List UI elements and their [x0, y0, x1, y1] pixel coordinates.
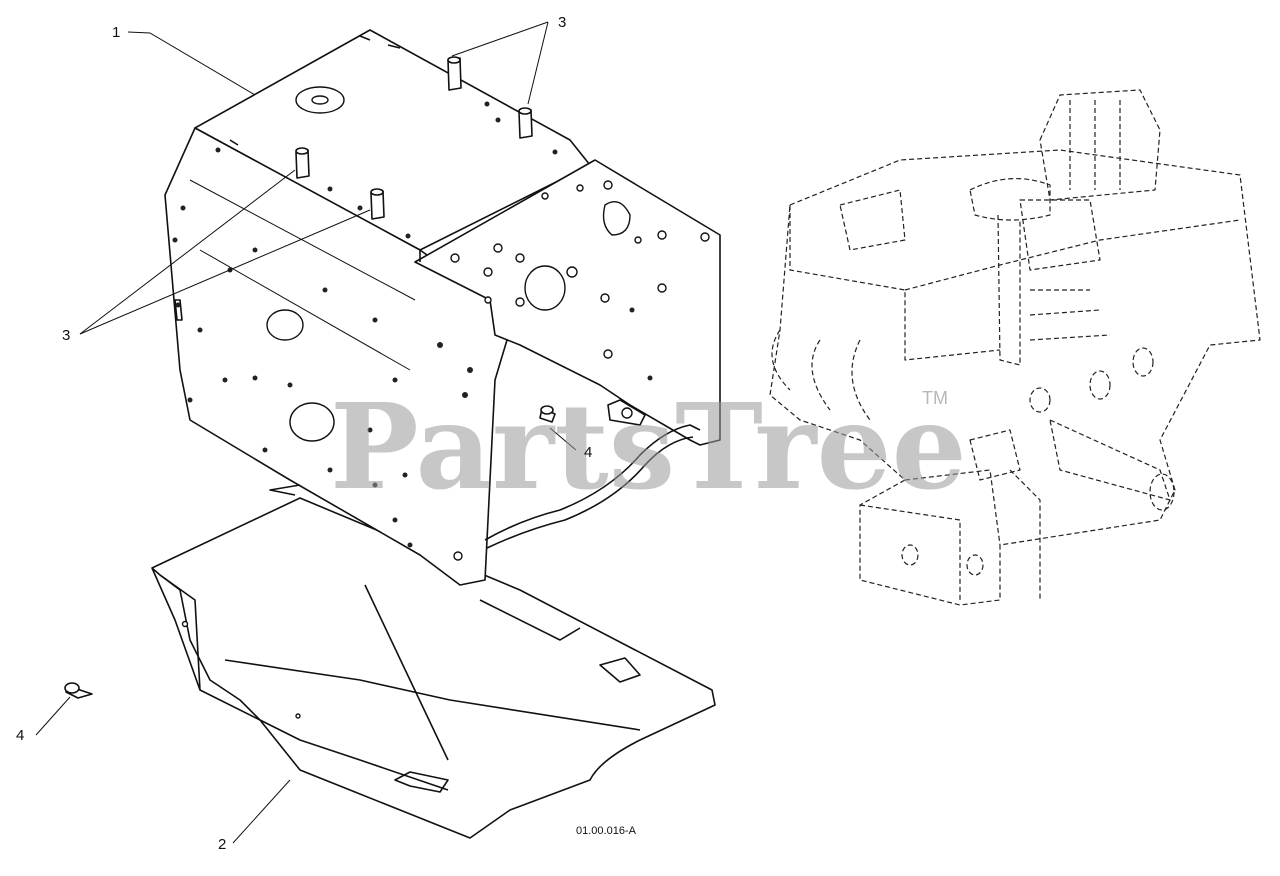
callout-studs-top: 3 [558, 14, 566, 31]
callout-frame: 1 [112, 24, 120, 41]
screws [64, 405, 556, 699]
callout-shield: 2 [218, 836, 226, 853]
watermark-text: PartsTree [330, 377, 967, 516]
callout-studs-left: 3 [62, 327, 70, 344]
engine-outline [769, 89, 1261, 606]
watermark-trademark: TM [922, 388, 948, 408]
callout-screw-left: 4 [16, 727, 24, 744]
bottom-shield [151, 497, 716, 839]
studs [295, 56, 533, 220]
callout-screw-right: 4 [584, 444, 592, 461]
leader-lines [35, 21, 577, 844]
frame-assembly [164, 29, 721, 586]
reference-code: 01.00.016-A [576, 825, 637, 837]
